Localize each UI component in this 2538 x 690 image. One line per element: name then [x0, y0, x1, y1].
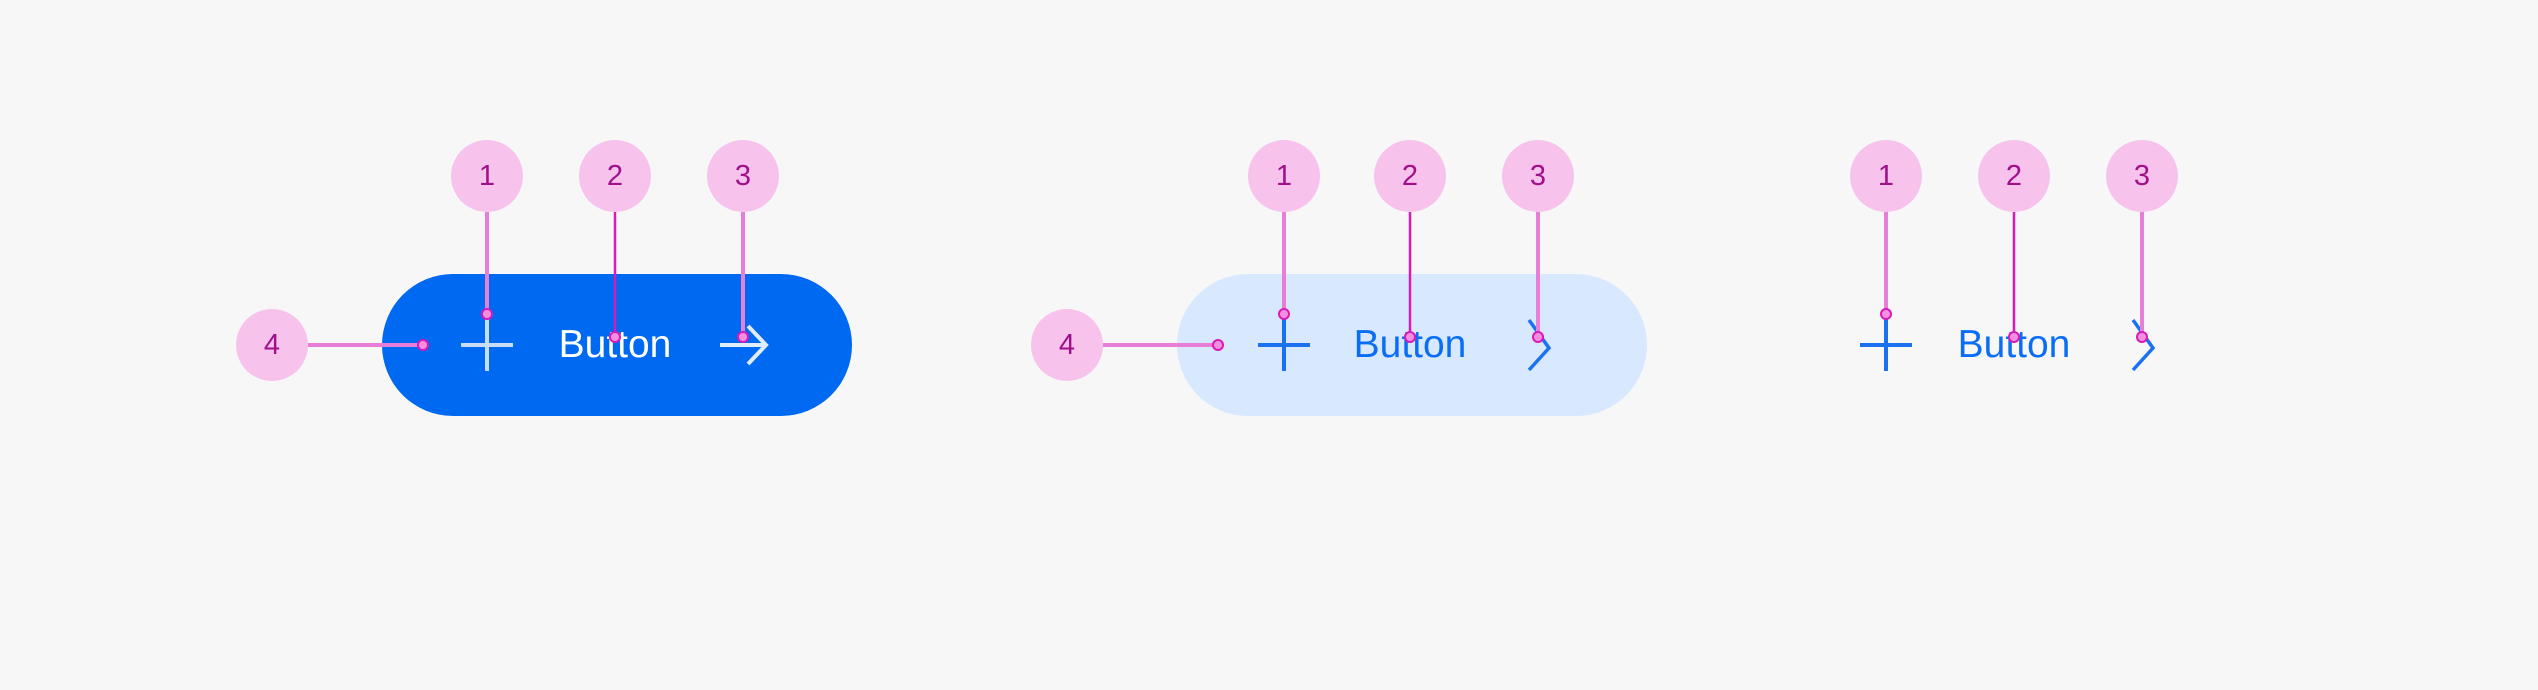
marker-label: 2 — [579, 140, 651, 212]
marker-leading-icon: 1 — [1248, 140, 1320, 212]
filled-button[interactable] — [382, 274, 852, 416]
marker-container: 4 — [236, 309, 308, 381]
marker-trailing-icon: 3 — [707, 140, 779, 212]
marker-label: 2 — [1374, 140, 1446, 212]
plus-icon — [1860, 319, 1912, 371]
marker-leading-icon: 1 — [1850, 140, 1922, 212]
plus-icon — [1258, 319, 1310, 371]
plus-icon — [461, 319, 513, 371]
marker-label: 2 — [1978, 140, 2050, 212]
marker-container: 4 — [1031, 309, 1103, 381]
tonal-button[interactable] — [1177, 274, 1647, 416]
marker-trailing-icon: 3 — [2106, 140, 2178, 212]
marker-trailing-icon: 3 — [1502, 140, 1574, 212]
chevron-right-icon — [2131, 318, 2156, 372]
arrow-right-icon — [720, 324, 769, 366]
chevron-right-icon — [1527, 318, 1552, 372]
marker-leading-icon: 1 — [451, 140, 523, 212]
